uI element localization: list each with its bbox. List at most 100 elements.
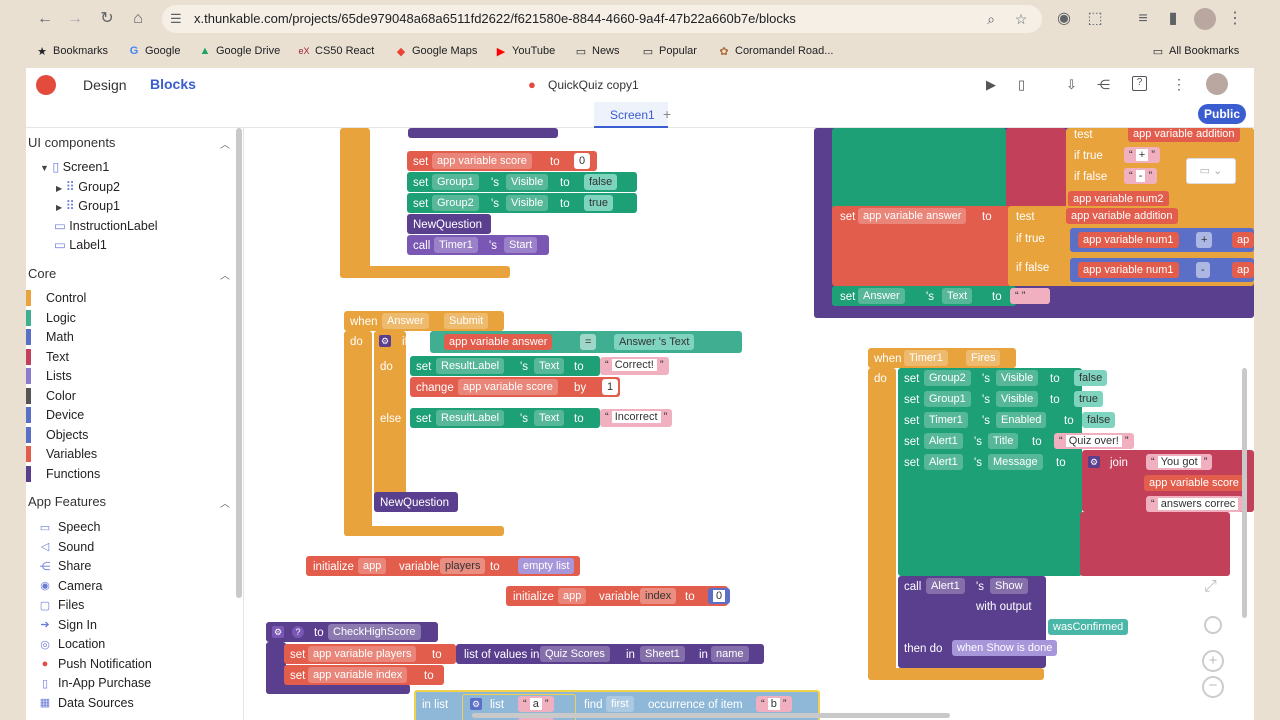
feature-item-camera[interactable]: ◉Camera: [38, 578, 102, 594]
if-block[interactable]: [340, 128, 370, 278]
bookmark-item[interactable]: ★Bookmarks: [36, 43, 108, 59]
variable-getter[interactable]: ap: [1232, 232, 1254, 248]
text-block[interactable]: “ b ”: [518, 718, 554, 720]
help-icon[interactable]: ?: [1132, 76, 1147, 91]
app-features-header[interactable]: App Features: [28, 494, 107, 509]
text-value[interactable]: -: [1135, 170, 1146, 182]
property-dropdown[interactable]: Enabled: [996, 412, 1047, 428]
component-dropdown[interactable]: Alert1: [924, 433, 963, 449]
component-dropdown[interactable]: Group1: [432, 174, 479, 190]
variable-getter[interactable]: app variable addition: [1128, 128, 1240, 142]
variable-name[interactable]: players: [440, 558, 486, 574]
text-value[interactable]: You got: [1157, 456, 1201, 468]
boolean-block[interactable]: false: [584, 174, 618, 190]
ui-components-header[interactable]: UI components: [28, 135, 116, 150]
call-timer-start[interactable]: [407, 235, 549, 255]
core-category-variables[interactable]: Variables: [26, 446, 97, 462]
function-definition[interactable]: [266, 622, 438, 642]
tab-design[interactable]: Design: [83, 77, 127, 93]
tab-blocks[interactable]: Blocks: [150, 76, 196, 92]
feature-item-in-app-purchase[interactable]: ▯In-App Purchase: [38, 675, 151, 691]
bookmark-item[interactable]: ✿Coromandel Road...: [718, 43, 833, 59]
site-info-icon[interactable]: ☰: [170, 11, 182, 26]
user-avatar[interactable]: [1206, 73, 1228, 95]
operator-dropdown[interactable]: =: [580, 334, 597, 350]
workspace-vertical-scrollbar[interactable]: [1242, 368, 1247, 618]
tree-item-group1[interactable]: ▶ ⠿ Group1: [56, 199, 120, 213]
boolean-block[interactable]: true: [1074, 391, 1103, 407]
core-category-device[interactable]: Device: [26, 407, 84, 423]
variable-getter[interactable]: app variable num2: [1068, 191, 1169, 207]
property-dropdown[interactable]: Visible: [996, 391, 1039, 407]
method-dropdown[interactable]: Start: [504, 237, 538, 253]
core-category-lists[interactable]: Lists: [26, 368, 72, 384]
collapse-icon[interactable]: ︿: [220, 140, 230, 151]
sheet-dropdown[interactable]: Sheet1: [640, 646, 685, 662]
gear-icon[interactable]: ⚙: [470, 698, 482, 710]
tab-screen1[interactable]: Screen1: [610, 108, 655, 122]
all-bookmarks[interactable]: ▭All Bookmarks: [1152, 43, 1240, 59]
text-block[interactable]: “ You got ”: [1146, 454, 1213, 470]
event-dropdown[interactable]: Submit: [444, 313, 489, 329]
text-value[interactable]: Quiz over!: [1065, 435, 1122, 447]
text-block[interactable]: “ Quiz over! ”: [1054, 433, 1134, 449]
text-block[interactable]: “ a ”: [518, 696, 554, 712]
datasource-dropdown[interactable]: Quiz Scores: [540, 646, 610, 662]
preview-icon[interactable]: ▶: [986, 77, 996, 92]
gear-icon[interactable]: ⚙: [1088, 456, 1100, 468]
property-dropdown[interactable]: Text: [942, 288, 973, 304]
variable-getter[interactable]: app variable addition: [1066, 208, 1178, 224]
side-panel-icon[interactable]: ▮: [1168, 10, 1178, 27]
gear-icon[interactable]: ⚙: [272, 626, 284, 638]
reload-icon[interactable]: ↻: [100, 10, 114, 27]
number-input[interactable]: 1: [602, 379, 619, 395]
column-dropdown[interactable]: name: [711, 646, 749, 662]
function-name[interactable]: CheckHighScore: [328, 624, 421, 640]
event-dropdown[interactable]: Fires: [966, 350, 1001, 366]
component-dropdown[interactable]: Group1: [924, 391, 971, 407]
variable-dropdown[interactable]: app variable answer: [858, 208, 967, 224]
device-icon[interactable]: ▯: [1018, 77, 1026, 92]
component-dropdown[interactable]: Group2: [432, 195, 479, 211]
core-category-math[interactable]: Math: [26, 329, 74, 345]
set-answer-block[interactable]: [832, 206, 1012, 286]
operator-dropdown[interactable]: -: [1196, 262, 1210, 278]
tree-item-label1[interactable]: ▭ Label1: [54, 237, 107, 252]
home-icon[interactable]: ⌂: [133, 10, 143, 27]
variable-dropdown[interactable]: app variable players: [308, 646, 417, 662]
property-dropdown[interactable]: Message: [988, 454, 1043, 470]
component-dropdown[interactable]: Alert1: [924, 454, 963, 470]
property-dropdown[interactable]: Visible: [506, 174, 549, 190]
newquestion-call[interactable]: [407, 214, 491, 234]
feature-item-push-notification[interactable]: ●Push Notification: [38, 656, 152, 672]
change-score-block[interactable]: [410, 377, 620, 397]
bookmark-item[interactable]: ▶YouTube: [495, 43, 555, 59]
core-category-text[interactable]: Text: [26, 349, 69, 365]
bookmark-item[interactable]: ▭News: [575, 43, 620, 59]
set-resultlabel-text[interactable]: [410, 356, 600, 376]
tree-item-instructionlabel[interactable]: ▭ InstructionLabel: [54, 218, 158, 233]
set-score-block[interactable]: [407, 151, 597, 171]
text-value[interactable]: +: [1135, 149, 1149, 161]
position-dropdown[interactable]: first: [606, 696, 634, 712]
text-block[interactable]: “ + ”: [1124, 147, 1160, 163]
list-of-values-block[interactable]: [456, 644, 764, 664]
newquestion-call[interactable]: [374, 492, 458, 512]
boolean-block[interactable]: false: [1082, 412, 1116, 428]
feature-item-sound[interactable]: ◁Sound: [38, 539, 94, 555]
core-category-logic[interactable]: Logic: [26, 310, 76, 326]
output-parameter[interactable]: wasConfirmed: [1048, 619, 1129, 635]
profile-avatar[interactable]: [1194, 8, 1216, 30]
operator-dropdown[interactable]: +: [1196, 232, 1213, 248]
public-button[interactable]: Public: [1198, 104, 1246, 124]
tree-item-screen1[interactable]: ▼ ▯ Screen1: [40, 160, 110, 174]
blocks-workspace[interactable]: else set app variable score to 0 set Gro…: [244, 128, 1254, 720]
collapse-icon[interactable]: ︿: [220, 271, 230, 282]
core-category-control[interactable]: Control: [26, 290, 86, 306]
answer-text-getter[interactable]: Answer 's Text: [614, 334, 695, 350]
core-category-color[interactable]: Color: [26, 388, 76, 404]
method-dropdown[interactable]: Show: [990, 578, 1028, 594]
recenter-icon[interactable]: [1204, 616, 1222, 634]
